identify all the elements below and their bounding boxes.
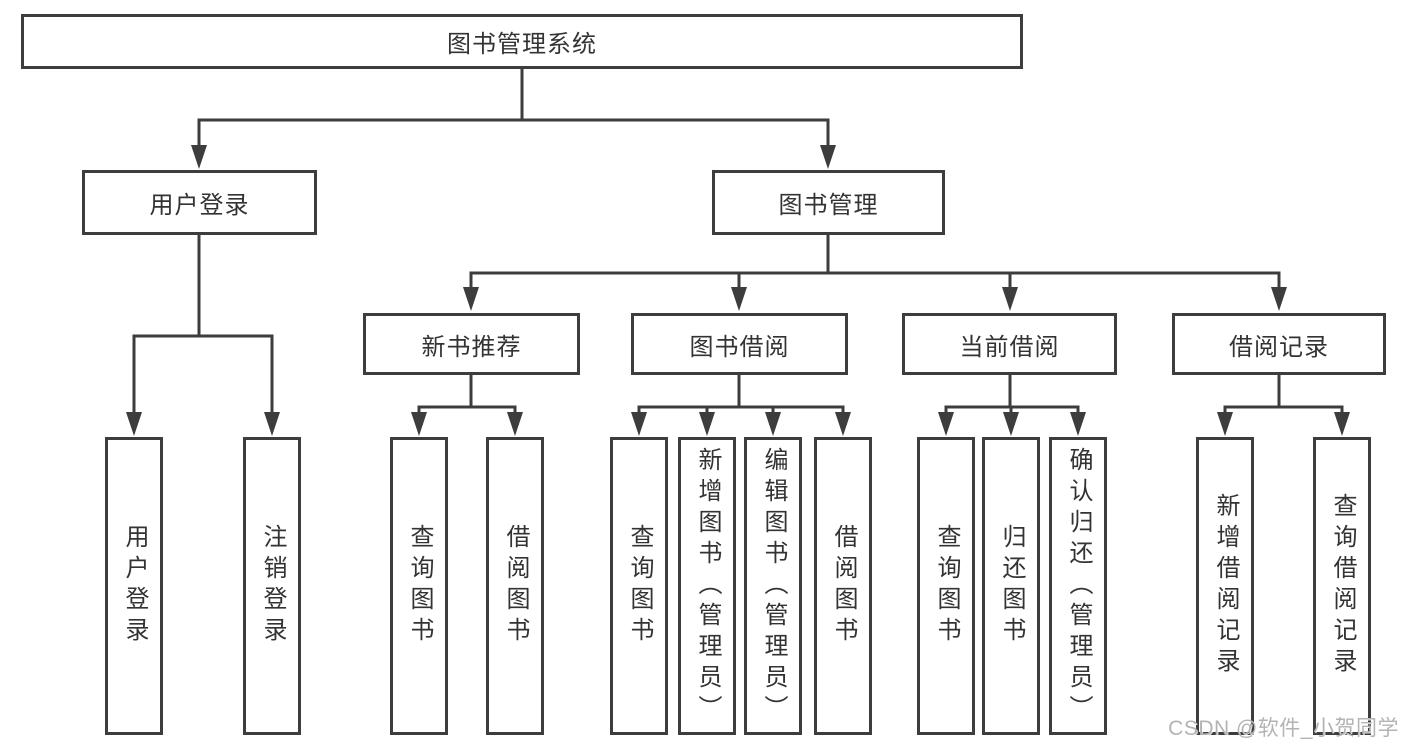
node-label: 新书推荐 — [421, 333, 522, 361]
node-label: 查询图书 — [626, 524, 653, 648]
node-book-borrowing: 图书借阅 — [631, 313, 848, 375]
node-label: 当前借阅 — [959, 333, 1060, 361]
node-label: 借阅图书 — [830, 524, 857, 648]
node-label: 编辑图书（管理员） — [760, 446, 787, 726]
node-label: 借阅记录 — [1229, 333, 1329, 361]
node-leaf-confirm-return-admin: 确认归还（管理员） — [1049, 437, 1107, 735]
node-leaf-borrow-books: 借阅图书 — [814, 437, 872, 735]
node-leaf-add-books-admin: 新增图书（管理员） — [678, 437, 736, 735]
node-label: 查询图书 — [933, 524, 960, 648]
node-leaf-edit-books-admin: 编辑图书（管理员） — [744, 437, 802, 735]
node-label: 查询图书 — [406, 524, 433, 648]
node-leaf-add-borrow-record: 新增借阅记录 — [1196, 437, 1254, 735]
node-new-book-recommend: 新书推荐 — [363, 313, 580, 375]
arrowheads — [126, 145, 1350, 436]
node-book-management: 图书管理 — [712, 170, 945, 235]
node-leaf-borrow-books-recommend: 借阅图书 — [486, 437, 544, 735]
node-label: 注销登录 — [259, 524, 286, 648]
node-leaf-query-books-borrow: 查询图书 — [610, 437, 668, 735]
node-label: 新增图书（管理员） — [694, 446, 721, 726]
node-label: 借阅图书 — [502, 524, 529, 648]
node-label: 归还图书 — [998, 524, 1025, 648]
node-leaf-query-books-current: 查询图书 — [917, 437, 975, 735]
node-borrowing-records: 借阅记录 — [1172, 313, 1386, 375]
node-leaf-query-books-recommend: 查询图书 — [390, 437, 448, 735]
node-label: 确认归还（管理员） — [1065, 446, 1092, 726]
node-label: 查询借阅记录 — [1329, 493, 1356, 679]
node-label: 用户登录 — [149, 192, 250, 219]
node-current-borrowing: 当前借阅 — [902, 313, 1117, 375]
node-user-login: 用户登录 — [82, 170, 317, 235]
node-leaf-logout: 注销登录 — [243, 437, 301, 735]
node-label: 新增借阅记录 — [1212, 493, 1239, 679]
csdn-watermark: CSDN @软件_小贺同学 — [1168, 717, 1399, 740]
node-leaf-query-borrow-record: 查询借阅记录 — [1313, 437, 1371, 735]
node-label: 图书借阅 — [689, 333, 790, 361]
node-label: 图书管理 — [778, 192, 879, 219]
node-leaf-user-login: 用户登录 — [105, 437, 163, 735]
node-leaf-return-books: 归还图书 — [982, 437, 1040, 735]
node-system-root: 图书管理系统 — [21, 14, 1023, 69]
node-label: 图书管理系统 — [447, 31, 597, 58]
node-label: 用户登录 — [121, 524, 148, 648]
